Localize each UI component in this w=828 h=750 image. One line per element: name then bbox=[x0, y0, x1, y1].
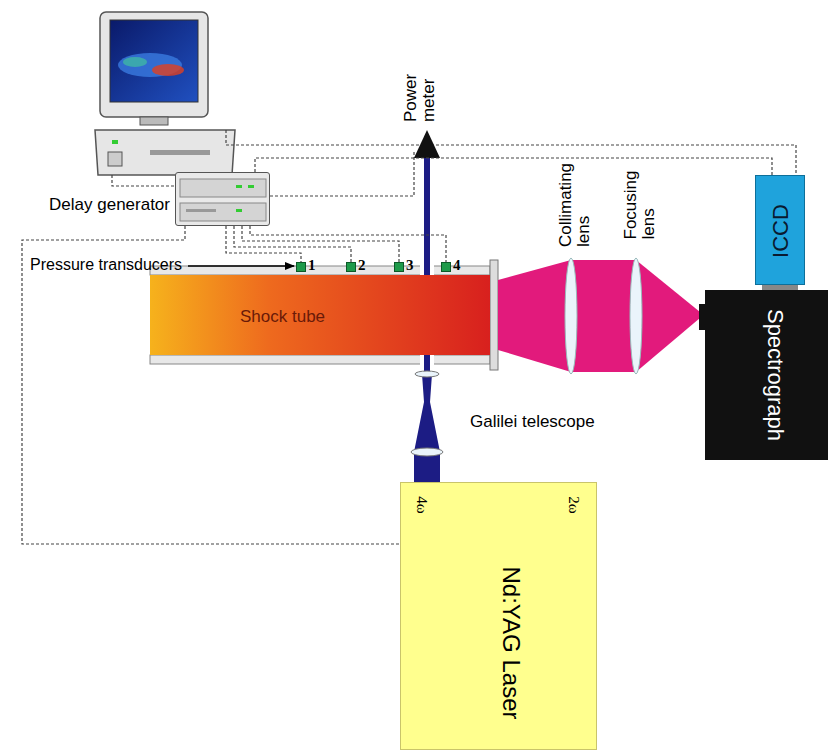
node-label: Nd:YAG Laser bbox=[498, 567, 523, 720]
leader-arrow bbox=[188, 265, 294, 266]
part-label: Collimating lens bbox=[557, 163, 593, 247]
focusing-lens bbox=[630, 258, 642, 374]
pressure-transducer: 4 bbox=[441, 259, 465, 275]
node-label: ICCD bbox=[769, 204, 792, 258]
transducer-sensor bbox=[346, 262, 356, 272]
signal-wire bbox=[226, 226, 301, 262]
node-label: 2ω bbox=[565, 496, 581, 513]
pressure-transducer: 1 bbox=[296, 259, 320, 275]
signal-wire bbox=[242, 226, 399, 262]
part-label: Focusing lens bbox=[622, 171, 658, 240]
shock-tube-walls bbox=[150, 260, 498, 370]
pressure-transducer: 2 bbox=[346, 259, 370, 275]
spectrograph: Spectrograph bbox=[705, 290, 828, 460]
transducer-sensor bbox=[296, 262, 306, 272]
shock-tube: Shock tube bbox=[150, 275, 490, 355]
computer bbox=[95, 12, 235, 175]
node-label: 4 bbox=[453, 257, 461, 274]
node-label: 1 bbox=[308, 257, 316, 274]
node-label: 3 bbox=[406, 257, 414, 274]
part-label: Galilei telescope bbox=[470, 412, 595, 432]
iccd-camera: ICCD bbox=[755, 175, 805, 285]
node-label: Shock tube bbox=[240, 307, 325, 327]
signal-wire bbox=[234, 226, 351, 262]
part-label: Pressure transducers bbox=[30, 256, 182, 274]
part-label: Power meter bbox=[402, 74, 438, 122]
delay-generator: Delay generator bbox=[175, 172, 270, 226]
node-label: 4ω bbox=[413, 496, 429, 513]
signal-wire bbox=[250, 226, 446, 262]
transducer-sensor bbox=[441, 262, 451, 272]
node-label: Delay generator bbox=[49, 195, 170, 215]
signal-wire bbox=[255, 158, 772, 175]
pressure-transducer: 3 bbox=[394, 259, 418, 275]
device-face bbox=[176, 173, 271, 227]
node-label: Spectrograph bbox=[763, 309, 786, 441]
power-meter bbox=[414, 130, 440, 158]
emission-beam bbox=[498, 260, 700, 372]
collimating-lens bbox=[565, 258, 577, 374]
laser-head: 4ω 2ωNd:YAG Laser bbox=[400, 482, 597, 750]
signal-wire bbox=[112, 130, 796, 196]
node-label: 2 bbox=[358, 257, 366, 274]
transducer-sensor bbox=[394, 262, 404, 272]
signal-wire bbox=[22, 226, 400, 544]
